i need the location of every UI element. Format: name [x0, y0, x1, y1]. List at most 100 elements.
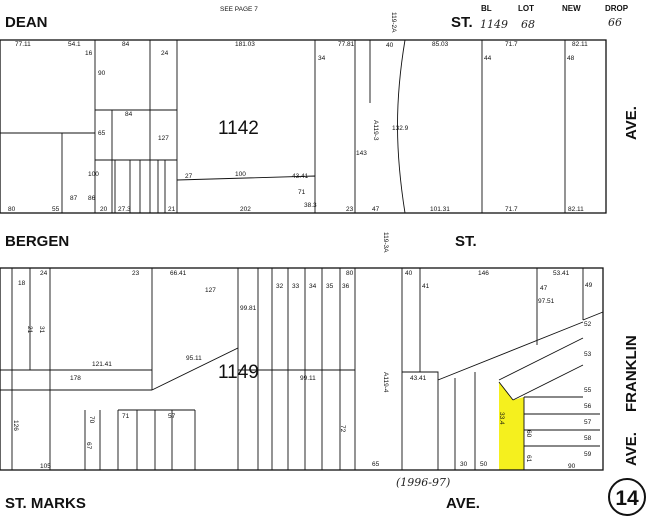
lot-label: 202 — [240, 206, 251, 213]
lot-label: 101.31 — [430, 206, 450, 213]
lot-label: 70 — [88, 416, 95, 424]
lot-label: 52 — [584, 321, 592, 328]
lot-label: 67 — [85, 442, 92, 450]
lot-label: 20 — [100, 206, 108, 213]
lot-label: 31 — [38, 326, 45, 334]
street-franklin: FRANKLIN — [623, 335, 640, 412]
lot-label: 50 — [480, 461, 488, 468]
lot-label: 23 — [346, 206, 354, 213]
lot-label: 35 — [326, 283, 334, 290]
highlighted-lot-68 — [499, 382, 524, 470]
lot-label: 90 — [568, 463, 576, 470]
lot-label: 71.7 — [505, 41, 518, 48]
lot-label: 100 — [88, 171, 99, 178]
lot-label: 57 — [168, 413, 176, 420]
lot-label: 40 — [405, 270, 413, 277]
lot-label: 61 — [525, 455, 532, 463]
lot-label: 95.11 — [186, 355, 202, 362]
lot-label: 105 — [40, 463, 51, 470]
street-dean: DEAN — [5, 14, 48, 31]
lot-label: 56 — [584, 403, 592, 410]
lot-label: 143 — [356, 150, 367, 157]
lot-label: 178 — [70, 375, 81, 382]
lot-label: 86 — [88, 195, 96, 202]
lot-label: 71 — [122, 413, 130, 420]
year-note: (1996-97) — [396, 476, 450, 489]
lot-label: 99.11 — [300, 375, 316, 382]
lot-label: 90 — [98, 70, 106, 77]
lot-label: 87 — [70, 195, 78, 202]
lot-label: 16 — [85, 50, 93, 57]
lot-label: 127 — [158, 135, 169, 142]
lot-label: 66.41 — [170, 270, 187, 277]
lot-label: 36 — [342, 283, 350, 290]
lot-label: 55 — [52, 206, 60, 213]
drop-value: 66 — [608, 16, 622, 29]
top-reference: 119-2A — [390, 12, 397, 33]
new-label: NEW — [562, 4, 581, 13]
street-franklin-ave-upper: AVE. — [623, 106, 640, 140]
page-number: 14 — [615, 487, 639, 510]
lot-label: 34 — [318, 55, 326, 62]
lot-label: 82.11 — [568, 206, 584, 213]
lot-label: 21 — [26, 326, 33, 334]
lot-label: 97.51 — [538, 298, 555, 305]
lot-label: 34 — [309, 283, 317, 290]
lot-label: 84 — [125, 111, 133, 118]
lot-label: 58 — [584, 435, 592, 442]
lot-label: 71 — [298, 189, 306, 196]
lot-label: 47 — [372, 206, 380, 213]
lot-label: 53.41 — [553, 270, 570, 277]
drop-label: DROP — [605, 4, 629, 13]
lower-block-1149: 1149 24 18 23 66.41 127 99.81 32 33 34 3… — [0, 267, 604, 471]
lot-label: 77.11 — [15, 41, 31, 48]
lot-label: 49 — [585, 282, 593, 289]
lot-label: 47 — [540, 285, 548, 292]
lot-label: 33.4 — [498, 412, 505, 425]
lot-label: 132.9 — [392, 125, 409, 132]
lot-label: 121.41 — [92, 361, 112, 368]
lot-label: 99.81 — [240, 305, 257, 312]
lot-label: 27.3 — [118, 206, 131, 213]
lot-label: 126 — [12, 420, 19, 431]
lot-label: 48 — [567, 55, 575, 62]
lot-label: LOT — [518, 4, 534, 13]
lot-label: 44 — [484, 55, 492, 62]
lot-label: 80 — [346, 270, 354, 277]
mid-reference: 119-3A — [382, 232, 389, 253]
street-franklin-ave-lower: AVE. — [623, 432, 640, 466]
lot-label: 24 — [40, 270, 48, 277]
lot-label: 54.1 — [68, 41, 81, 48]
lot-label: 21 — [168, 206, 176, 213]
lot-label: 71.7 — [505, 206, 518, 213]
bl-label: BL — [481, 4, 492, 13]
lot-label: 84 — [122, 41, 130, 48]
street-bergen-st: ST. — [455, 233, 477, 250]
lot-label: 38.3 — [304, 202, 317, 209]
block-number-upper: 1142 — [218, 118, 259, 139]
lot-label: 181.03 — [235, 41, 255, 48]
lot-label: A119-3 — [372, 120, 379, 141]
lot-label: 65 — [372, 461, 380, 468]
street-st-marks: ST. MARKS — [5, 495, 86, 512]
lot-label: 146 — [478, 270, 489, 277]
lot-label: 60 — [525, 430, 532, 438]
lot-label: 41 — [422, 283, 430, 290]
lot-label: 24 — [161, 50, 169, 57]
lot-label: 33 — [292, 283, 300, 290]
lot-label: 127 — [205, 287, 216, 294]
lot-label: 82.11 — [572, 41, 588, 48]
lot-label: 30 — [460, 461, 468, 468]
lot-label: 40 — [386, 42, 394, 49]
street-st-marks-ave: AVE. — [446, 495, 480, 512]
page-number-badge: 14 — [608, 478, 646, 516]
lot-label: 80 — [8, 206, 16, 213]
lot-label: A119-4 — [382, 372, 389, 393]
upper-block-1142: 1142 77.11 54.1 84 181.03 77.81 40 85.03… — [0, 39, 607, 214]
lot-value: 68 — [521, 18, 535, 31]
lot-label: 100 — [235, 171, 246, 178]
lot-label: 43.41 — [410, 375, 427, 382]
street-dean-st: ST. — [451, 14, 473, 31]
